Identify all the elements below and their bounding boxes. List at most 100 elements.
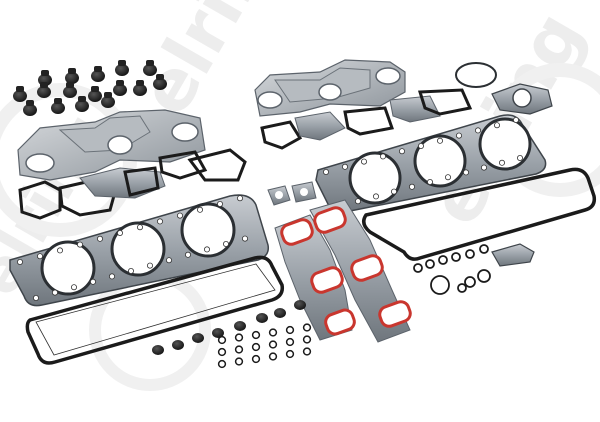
right-exhaust-heat-shield xyxy=(254,59,406,117)
bolt-hole xyxy=(203,246,210,253)
valve-stem-seal-top xyxy=(91,86,99,92)
bolt-hole xyxy=(513,117,520,124)
bolt-hole xyxy=(493,122,500,129)
valve-stem-seal-top xyxy=(94,66,102,72)
washer xyxy=(234,333,244,342)
bolt-hole xyxy=(165,257,172,264)
bottom-plug xyxy=(212,328,224,338)
bolt-hole xyxy=(462,169,469,176)
washer xyxy=(302,335,312,344)
bolt-hole xyxy=(127,267,134,274)
bottom-plug xyxy=(274,308,286,318)
bolt-hole xyxy=(390,188,397,195)
left-exhaust-heat-shield xyxy=(17,109,206,181)
washer xyxy=(302,347,312,356)
bolt-hole xyxy=(372,193,379,200)
bolt-hole xyxy=(417,142,424,149)
washer xyxy=(251,330,261,340)
bolt-hole xyxy=(109,273,116,280)
bolt-hole xyxy=(498,159,505,166)
valve-stem-seal-top xyxy=(136,80,144,86)
bolt-hole xyxy=(184,251,191,258)
valve-stem-seal-top xyxy=(78,96,86,102)
o-ring xyxy=(430,275,450,295)
o-ring xyxy=(477,269,491,283)
valve-stem-seal xyxy=(143,64,157,76)
bolt-hole xyxy=(136,224,143,231)
bolt-hole xyxy=(379,153,386,160)
bolt-hole xyxy=(322,168,329,175)
o-ring xyxy=(464,276,476,288)
valve-stem-seal xyxy=(75,100,89,112)
o-ring xyxy=(413,263,423,273)
bolt-hole xyxy=(426,178,433,185)
o-ring xyxy=(465,249,475,259)
washer xyxy=(217,347,227,357)
bolt-hole xyxy=(176,212,183,219)
bottom-plug xyxy=(152,345,164,355)
washer xyxy=(268,340,278,349)
washer xyxy=(285,325,295,335)
valve-stem-seal-top xyxy=(146,60,154,66)
bolt-hole xyxy=(90,278,97,285)
o-ring xyxy=(479,244,489,254)
valve-stem-seal xyxy=(153,78,167,90)
washer xyxy=(285,349,295,359)
bolt-hole xyxy=(480,164,487,171)
left-cylinder-head-gasket xyxy=(9,194,270,307)
bolt-hole xyxy=(517,154,524,161)
bolt-hole xyxy=(455,132,462,139)
o-ring xyxy=(425,259,435,269)
bolt-hole xyxy=(97,235,104,242)
valve-stem-seal-top xyxy=(68,68,76,74)
valve-stem-seal-top xyxy=(54,98,62,104)
valve-stem-seal xyxy=(37,86,51,98)
bolt-hole xyxy=(37,253,44,260)
valve-stem-seal xyxy=(65,72,79,84)
right-exhaust-gaskets xyxy=(260,88,473,150)
valve-stem-seal xyxy=(23,104,37,116)
bolt-hole xyxy=(360,158,367,165)
valve-stem-seal xyxy=(13,90,27,102)
valve-stem-seal-top xyxy=(104,92,112,98)
intake-manifold-gasket-2 xyxy=(309,199,412,343)
valve-stem-seal xyxy=(63,86,77,98)
valve-stem-seal xyxy=(113,84,127,96)
valve-stem-seal xyxy=(51,102,65,114)
valve-stem-seal xyxy=(91,70,105,82)
valve-stem-seal xyxy=(101,96,115,108)
bolt-hole xyxy=(474,127,481,134)
o-ring xyxy=(451,252,461,262)
washer xyxy=(234,345,244,354)
bolt-hole xyxy=(354,198,361,205)
valve-stem-seal-top xyxy=(66,82,74,88)
o-rings-and-washers xyxy=(413,244,491,295)
bolt-hole xyxy=(196,206,203,213)
left-valve-cover-gasket xyxy=(25,255,285,365)
o-ring xyxy=(438,255,448,265)
bottom-plug xyxy=(256,313,268,323)
bolt-hole xyxy=(156,218,163,225)
bottom-plug xyxy=(172,340,184,350)
bolt-hole xyxy=(222,240,229,247)
valve-stem-seal xyxy=(115,64,129,76)
bolt-hole xyxy=(16,258,23,265)
washer xyxy=(217,359,227,369)
watermark-ring xyxy=(89,269,211,391)
valve-stem-seals xyxy=(13,60,167,116)
bolt-hole xyxy=(341,163,348,170)
washer xyxy=(285,337,295,347)
bolt-hole xyxy=(33,294,40,301)
bottom-plug xyxy=(294,300,306,310)
valve-stem-seal-top xyxy=(118,60,126,66)
valve-stem-seal-top xyxy=(40,82,48,88)
bolt-hole xyxy=(236,195,243,202)
valve-stem-seal-top xyxy=(26,100,34,106)
washer xyxy=(217,335,227,345)
valve-stem-seal-top xyxy=(156,74,164,80)
washer xyxy=(302,323,312,332)
bolt-hole xyxy=(52,289,59,296)
valve-stem-seal xyxy=(133,84,147,96)
bolt-hole xyxy=(436,137,443,144)
bolt-hole xyxy=(216,200,223,207)
